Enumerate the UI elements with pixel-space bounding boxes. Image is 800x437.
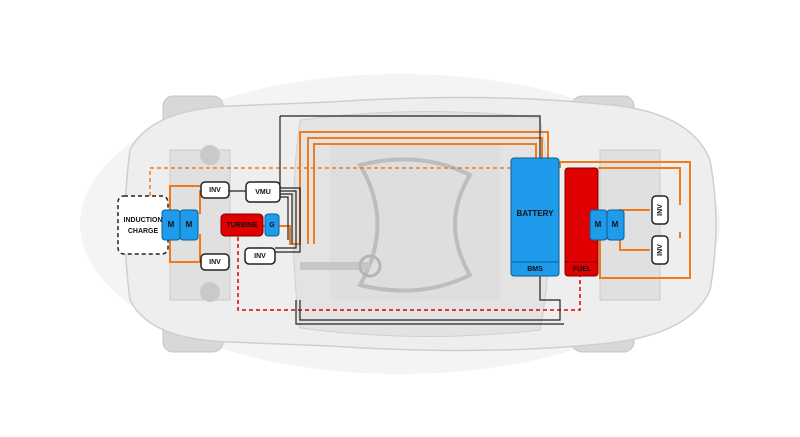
fuel-tank: FUEL <box>564 167 599 277</box>
car-body <box>80 74 720 374</box>
steering-column <box>300 262 370 270</box>
inverter-front-bottom: INV <box>200 253 230 271</box>
turbine-label: TURBINE <box>226 222 257 229</box>
front-motor-left-label: M <box>168 220 175 229</box>
inverter-rear-bottom: INV <box>651 235 669 265</box>
inverter-rear-top-label: INV <box>657 204 664 216</box>
front-motor-right: M <box>179 209 199 241</box>
signal-black-lines <box>200 115 564 325</box>
front-hub-top <box>200 145 220 165</box>
generator: G <box>264 213 280 237</box>
rear-motor-right: M <box>606 209 625 241</box>
induction-charge: INDUCTION CHARGE <box>117 195 169 255</box>
generator-label: G <box>269 222 275 229</box>
battery: BATTERY BMS <box>510 157 560 277</box>
bms-label: BMS <box>527 266 543 273</box>
front-motor-right-label: M <box>186 220 193 229</box>
induction-charge-label-2: CHARGE <box>128 228 159 235</box>
dashed-orange-line <box>149 167 520 196</box>
turbine: TURBINE <box>220 213 264 237</box>
inverter-front-top-label: INV <box>209 187 221 194</box>
seat-frame <box>356 157 473 293</box>
induction-charge-label-1: INDUCTION <box>124 217 163 224</box>
inverter-front-top: INV <box>200 181 230 199</box>
inverter-front-bottom-label: INV <box>209 259 221 266</box>
fuel-label: FUEL <box>573 266 592 273</box>
hv-orange-lines <box>169 131 691 279</box>
battery-label: BATTERY <box>517 209 555 218</box>
vmu: VMU <box>245 181 281 203</box>
front-hub-bottom <box>200 282 220 302</box>
inverter-generator-label: INV <box>254 253 266 260</box>
rear-motor-left: M <box>589 209 608 241</box>
inverter-rear-top: INV <box>651 195 669 225</box>
front-motor-left: M <box>161 209 181 241</box>
inverter-generator: INV <box>244 247 276 265</box>
steering-wheel <box>358 254 382 278</box>
inverter-rear-bottom-label: INV <box>657 244 664 256</box>
rear-motor-right-label: M <box>612 220 619 229</box>
vmu-label: VMU <box>255 189 271 196</box>
rear-motor-left-label: M <box>595 220 602 229</box>
